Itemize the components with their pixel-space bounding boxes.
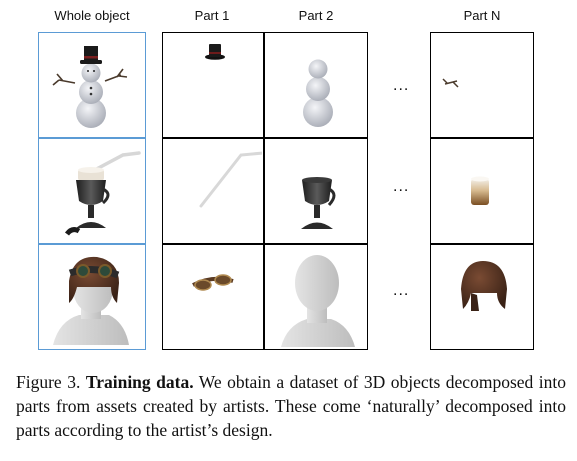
latte-image <box>471 176 489 205</box>
mannequin-image <box>281 255 355 347</box>
snowman-body-image <box>303 59 333 127</box>
drink-image <box>64 151 141 236</box>
goggles-image <box>192 274 234 291</box>
caption-title: Training data. <box>85 372 194 392</box>
cell-whole-drink <box>38 138 146 244</box>
cell-part1-goggles <box>162 244 264 350</box>
goblet-image <box>301 177 336 229</box>
caption-body: We obtain a dataset of 3D objects decomp… <box>16 372 566 440</box>
cell-part2-goblet <box>264 138 368 244</box>
top-hat-image <box>205 44 225 60</box>
cell-part1-top-hat <box>162 32 264 138</box>
cell-part2-mannequin <box>264 244 368 350</box>
ellipsis-row-2: ... <box>393 178 410 195</box>
cell-partn-cap <box>430 244 534 350</box>
snowman-image <box>52 46 128 128</box>
ellipsis-row-3: ... <box>393 282 410 299</box>
header-whole-object: Whole object <box>54 8 130 23</box>
cell-whole-aviator <box>38 244 146 350</box>
cell-part1-straw <box>162 138 264 244</box>
cell-part2-snowman-body <box>264 32 368 138</box>
cell-whole-snowman <box>38 32 146 138</box>
aviator-image <box>53 256 129 345</box>
cell-partn-twig-arm <box>430 32 534 138</box>
twig-arm-image <box>442 78 459 88</box>
cap-image <box>461 261 507 311</box>
header-part-n: Part N <box>463 8 501 23</box>
figure-label: Figure 3. <box>16 372 81 392</box>
straw-image <box>199 151 262 208</box>
header-part-2: Part 2 <box>298 8 334 23</box>
figure-caption: Figure 3. Training data. We obtain a dat… <box>16 370 566 442</box>
header-part-1: Part 1 <box>194 8 230 23</box>
ellipsis-row-1: ... <box>393 77 410 94</box>
cell-partn-latte <box>430 138 534 244</box>
